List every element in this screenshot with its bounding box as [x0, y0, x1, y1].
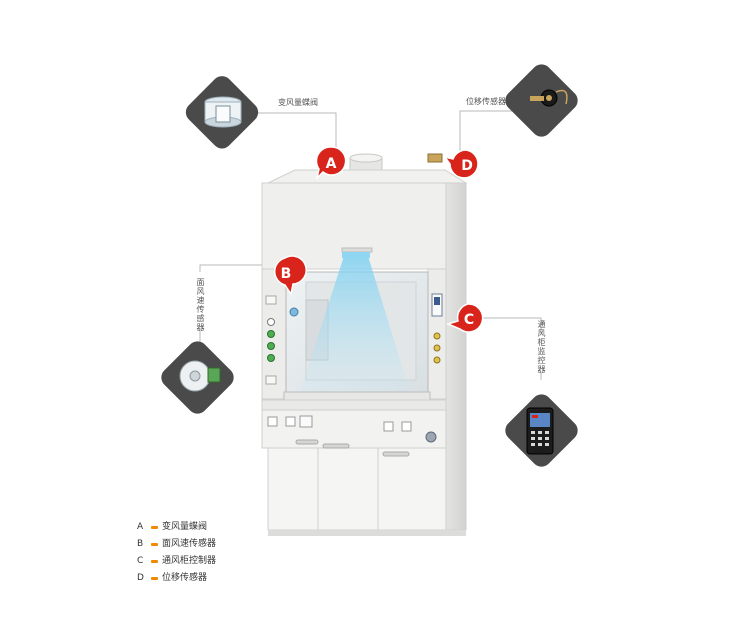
legend-dash-icon — [151, 560, 158, 563]
callout-label-a: 变风量蝶阀 — [278, 98, 318, 107]
legend-letter: D — [137, 573, 144, 583]
callout-label-d: 位移传感器 — [466, 97, 506, 106]
legend-dash-icon — [151, 543, 158, 546]
legend-item-d: D 位移传感器 — [137, 570, 216, 587]
legend-letter: A — [137, 522, 144, 532]
butterfly-valve-tile — [185, 76, 259, 149]
badge-d: D — [443, 149, 479, 179]
badge-c: C — [445, 303, 484, 333]
face-velocity-sensor-tile — [161, 341, 234, 414]
badge-d-letter: D — [461, 158, 473, 174]
badge-c-letter: C — [464, 312, 474, 328]
legend-label: 面风速传感器 — [162, 539, 217, 549]
badge-a: A — [315, 146, 347, 181]
legend-label: 位移传感器 — [162, 573, 208, 583]
legend-item-c: C 通风柜控制器 — [137, 553, 216, 570]
legend-item-b: B 面风速传感器 — [137, 536, 216, 553]
badge-b-letter: B — [281, 266, 292, 282]
legend-item-a: A 变风量蝶阀 — [137, 519, 216, 536]
legend-letter: B — [137, 539, 144, 549]
callout-label-b: 面风速传感器 — [196, 278, 205, 332]
legend-label: 变风量蝶阀 — [162, 522, 208, 532]
displacement-sensor-tile — [505, 64, 578, 137]
badge-a-letter: A — [326, 156, 337, 172]
badge-b: B — [273, 255, 307, 296]
callout-label-c: 通风柜监控器 — [537, 320, 546, 374]
fume-hood-monitor-tile — [505, 394, 578, 467]
legend-label: 通风柜控制器 — [162, 556, 217, 566]
legend-dash-icon — [151, 577, 158, 580]
legend-dash-icon — [151, 526, 158, 529]
legend-letter: C — [137, 556, 144, 566]
legend: A 变风量蝶阀 B 面风速传感器 C 通风柜控制器 D 位移传感器 — [137, 519, 216, 587]
fume-hood-cabinet — [261, 153, 468, 536]
